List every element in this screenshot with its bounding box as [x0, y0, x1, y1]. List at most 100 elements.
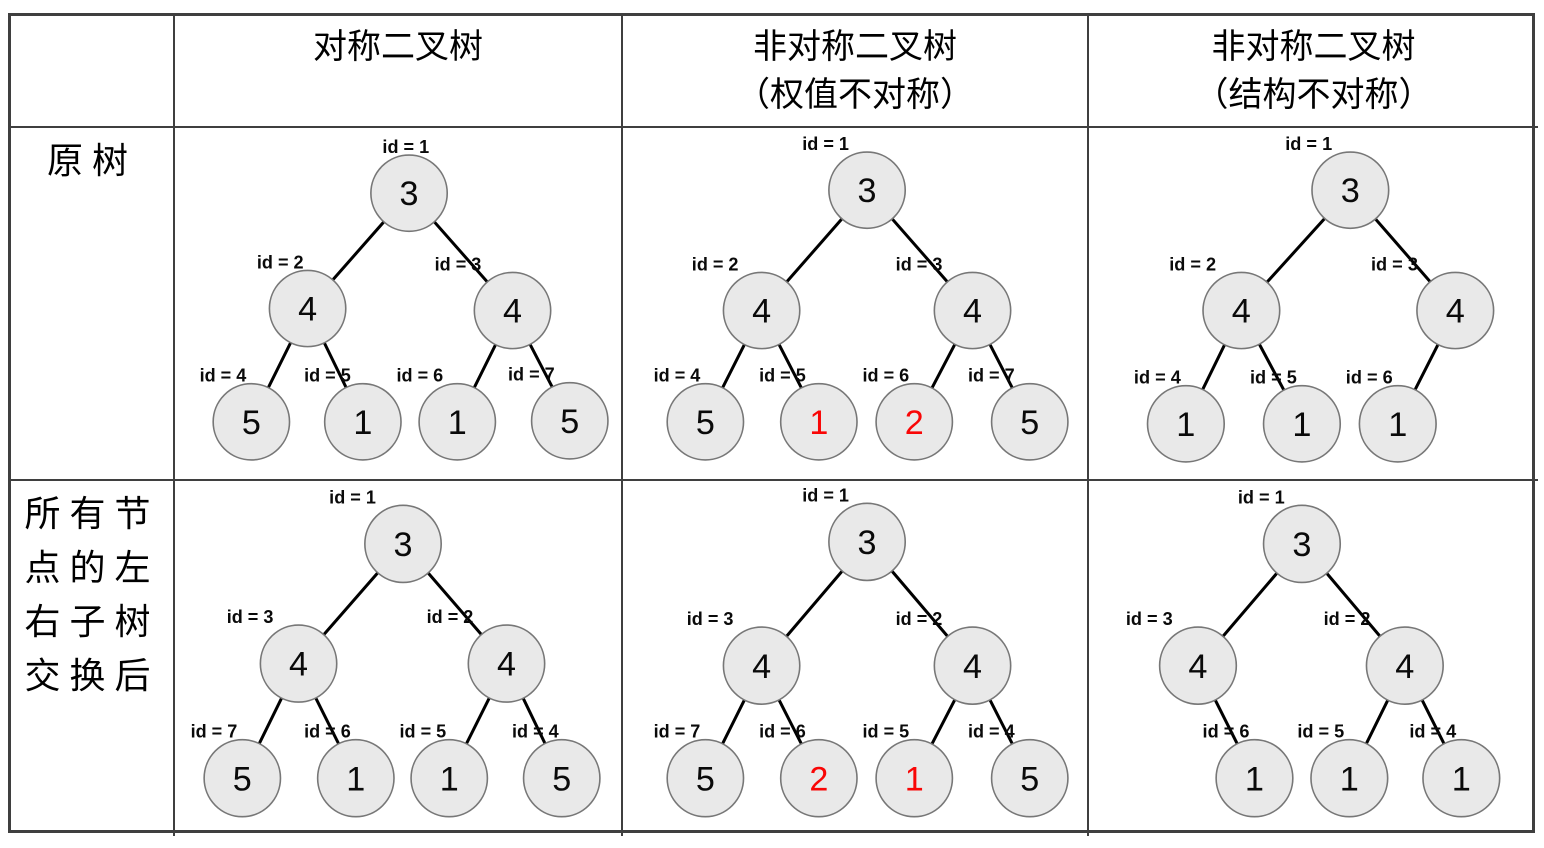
text-line: （权值不对称） — [736, 77, 974, 114]
tree-node-id-label: id = 5 — [304, 366, 351, 386]
tree-node-id-label: id = 5 — [863, 722, 910, 742]
tree-node-value: 4 — [963, 293, 982, 331]
tree-node-circle — [1422, 738, 1501, 818]
tree-node-circle — [1146, 384, 1226, 463]
tree-node-id-label: id = 6 — [759, 722, 806, 742]
tree-node-id-label: id = 6 — [863, 366, 910, 386]
tree-node-value: 3 — [1292, 526, 1311, 564]
tree-node-id-label: id = 6 — [1346, 368, 1393, 388]
tree-node-id-label: id = 2 — [692, 254, 739, 274]
tree-node-id-label: id = 1 — [329, 487, 376, 507]
tree-node-circle — [467, 624, 546, 703]
tree-node-id-label: id = 5 — [1250, 368, 1297, 388]
tree-node-value: 3 — [394, 526, 413, 564]
tree-node-value: 4 — [497, 646, 516, 684]
tree-node-id-label: id = 1 — [1238, 487, 1285, 507]
tree-node-value: 2 — [809, 760, 828, 798]
tree-node-circle — [722, 271, 801, 350]
tree-node-value: 5 — [1020, 404, 1039, 442]
tree-node-id-label: id = 7 — [508, 365, 555, 385]
tree-node-id-label: id = 2 — [257, 252, 304, 272]
tree-node-value: 5 — [696, 760, 715, 798]
tree-node-id-label: id = 1 — [382, 137, 429, 157]
tree-node-circle — [203, 738, 282, 818]
tree-node-id-label: id = 2 — [427, 607, 474, 627]
tree-node-value: 1 — [1292, 406, 1311, 444]
tree-node-value: 1 — [1388, 406, 1407, 444]
tree-node-id-label: id = 1 — [1285, 134, 1332, 154]
tree-node-id-label: id = 3 — [1371, 254, 1418, 274]
tree-node-circle — [666, 738, 745, 818]
tree-node-circle — [779, 738, 858, 818]
tree-node-value: 5 — [560, 403, 579, 441]
tree-node-value: 4 — [1395, 648, 1414, 686]
tree-node-value: 1 — [440, 760, 459, 798]
tree-node-value: 1 — [809, 404, 828, 442]
tree-node-id-label: id = 3 — [687, 609, 734, 629]
tree-node-value: 5 — [552, 760, 571, 798]
tree-node-circle — [370, 154, 449, 233]
tree-node-circle — [259, 624, 338, 703]
tree-node-circle — [410, 738, 489, 818]
tree-node-value: 5 — [242, 404, 261, 442]
tree-node-value: 2 — [905, 404, 924, 442]
tree-node-id-label: id = 7 — [654, 722, 701, 742]
row-label-after-swap: 所有节点的左右子树交换后 — [11, 481, 175, 836]
tree-node-id-label: id = 3 — [435, 254, 482, 274]
tree-node-circle — [933, 626, 1012, 705]
tree-node-id-label: id = 6 — [397, 366, 444, 386]
tree-node-value: 1 — [1176, 406, 1195, 444]
tree-node-id-label: id = 7 — [968, 366, 1015, 386]
tree-node-value: 1 — [1452, 760, 1471, 798]
text-line: 点的左 — [24, 548, 160, 588]
header-cell-asymmetric-structure: 非对称二叉树（结构不对称） — [1089, 16, 1538, 128]
row-label-original-tree: 原树 — [11, 128, 175, 481]
tree-node-circle — [1262, 504, 1342, 584]
tree-node-value: 4 — [503, 293, 522, 331]
tree-node-circle — [268, 269, 347, 348]
tree-node-circle — [1158, 626, 1238, 705]
tree-node-value: 4 — [1446, 293, 1465, 331]
tree-node-value: 3 — [858, 524, 877, 562]
tree-node-circle — [779, 382, 858, 461]
tree-node-value: 4 — [1188, 648, 1207, 686]
tree-node-value: 4 — [298, 291, 317, 329]
tree-node-value: 1 — [346, 760, 365, 798]
tree-node-value: 5 — [233, 760, 252, 798]
text-line: 对称二叉树 — [313, 29, 483, 66]
tree-node-circle — [722, 626, 801, 705]
tree-node-value: 5 — [1020, 760, 1039, 798]
tree-node-value: 1 — [1245, 760, 1264, 798]
tree-node-circle — [522, 738, 601, 818]
tree-node-circle — [473, 271, 552, 350]
tree-node-value: 4 — [1232, 293, 1251, 331]
tree-node-circle — [364, 504, 442, 584]
text-line: 所有节 — [24, 494, 160, 534]
tree-node-circle — [323, 382, 402, 461]
tree-node-circle — [933, 271, 1012, 350]
tree-node-id-label: id = 4 — [200, 366, 247, 386]
tree-node-circle — [828, 151, 907, 230]
tree-node-circle — [418, 382, 497, 461]
tree-node-circle — [828, 502, 907, 582]
tree-node-id-label: id = 2 — [896, 609, 943, 629]
text-line: 右子树 — [24, 602, 160, 642]
tree-node-value: 1 — [905, 760, 924, 798]
tree-node-circle — [212, 382, 291, 461]
tree-node-value: 3 — [1341, 172, 1360, 210]
tree-node-id-label: id = 5 — [1297, 722, 1344, 742]
text-line: 非对称二叉树 — [753, 29, 957, 66]
tree-node-circle — [1358, 384, 1437, 463]
tree-node-value: 3 — [400, 175, 419, 213]
